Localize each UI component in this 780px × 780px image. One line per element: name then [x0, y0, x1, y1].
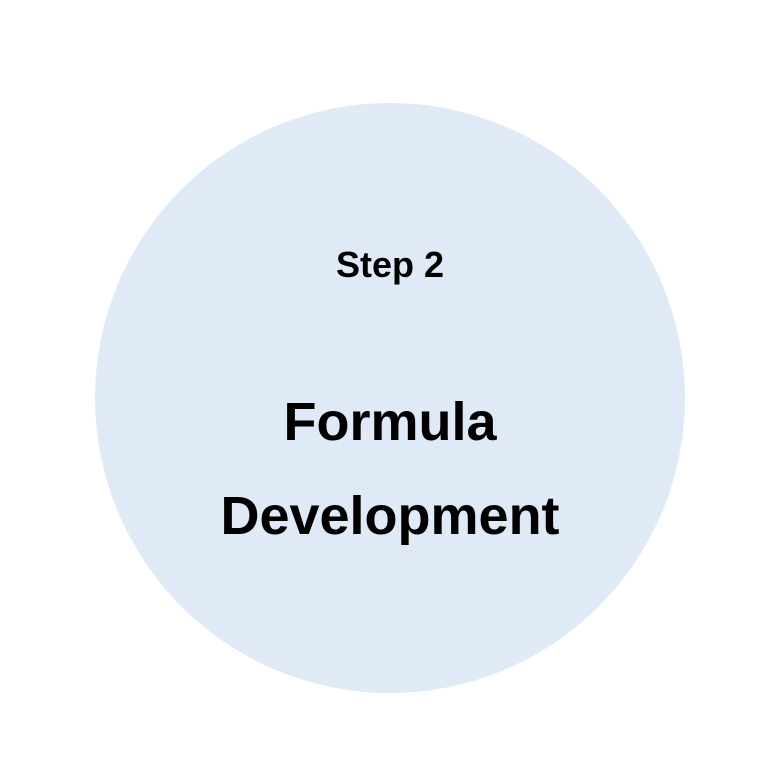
step-number-label: Step 2	[335, 244, 445, 285]
step-circle	[95, 103, 685, 693]
step-title: Formula Development	[0, 375, 780, 563]
step-title-line-2: Development	[220, 486, 560, 546]
step-title-line-1: Formula	[283, 392, 497, 452]
